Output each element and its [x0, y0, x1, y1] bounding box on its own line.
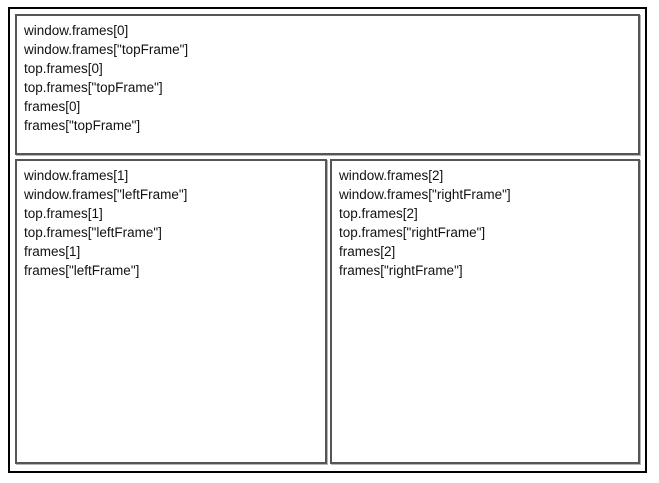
top-frame-box: window.frames[0] window.frames["topFrame… [15, 14, 640, 155]
frame-reference-line: window.frames[0] [24, 23, 129, 38]
frame-reference-line: frames["topFrame"] [24, 118, 141, 133]
frame-reference-line: window.frames["leftFrame"] [24, 187, 188, 202]
frame-reference-line: top.frames[1] [24, 206, 103, 221]
frame-reference-line: frames["leftFrame"] [24, 263, 140, 278]
frame-reference-line: frames["rightFrame"] [339, 263, 463, 278]
left-frame-box: window.frames[1] window.frames["leftFram… [15, 159, 327, 464]
frame-reference-line: top.frames["rightFrame"] [339, 225, 486, 240]
frame-reference-line: top.frames["leftFrame"] [24, 225, 162, 240]
frame-reference-line: top.frames["topFrame"] [24, 80, 163, 95]
frame-reference-line: top.frames[0] [24, 61, 103, 76]
frame-reference-line: window.frames[1] [24, 168, 129, 183]
frameset-window-outline: window.frames[0] window.frames["topFrame… [8, 7, 647, 473]
frame-reference-line: window.frames["rightFrame"] [339, 187, 511, 202]
frame-reference-line: top.frames[2] [339, 206, 418, 221]
frame-reference-line: frames[2] [339, 244, 396, 259]
frame-reference-line: window.frames[2] [339, 168, 444, 183]
frame-reference-line: frames[1] [24, 244, 81, 259]
frame-reference-line: frames[0] [24, 99, 81, 114]
frame-reference-line: window.frames["topFrame"] [24, 42, 189, 57]
right-frame-box: window.frames[2] window.frames["rightFra… [330, 159, 640, 464]
